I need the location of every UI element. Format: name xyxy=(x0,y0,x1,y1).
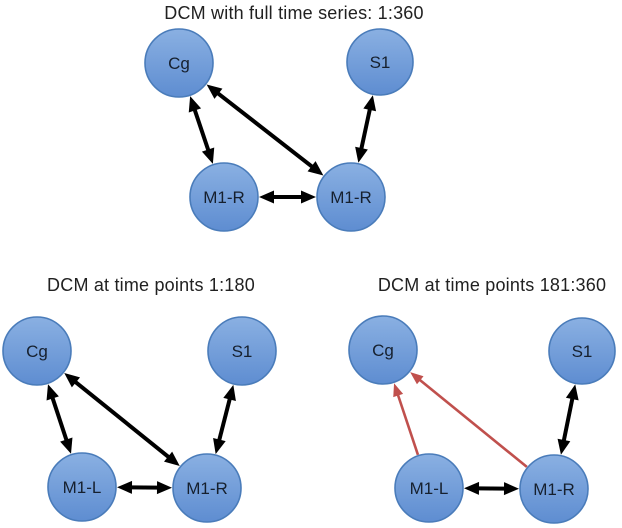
diagram-title-full-series: DCM with full time series: 1:360 xyxy=(164,3,424,23)
node-s1: S1 xyxy=(548,317,616,385)
node-s1: S1 xyxy=(346,28,414,96)
arrowhead xyxy=(301,190,316,204)
arrowhead xyxy=(463,481,480,495)
node-s1: S1 xyxy=(207,316,277,386)
edge-cg-m1-right-black xyxy=(206,84,324,176)
node-label-m1-right: M1-R xyxy=(330,188,372,207)
edge-s1-m1-right-black xyxy=(213,384,236,455)
arrowhead xyxy=(64,372,81,388)
arrowhead xyxy=(188,96,202,113)
arrowhead xyxy=(213,437,226,455)
node-cg: Cg xyxy=(144,28,214,98)
edge-line xyxy=(396,393,420,456)
edge-m1-left-m1-right-black xyxy=(259,190,316,204)
arrowhead xyxy=(259,190,274,204)
node-circle-s1 xyxy=(346,28,414,96)
node-circle-m1-left xyxy=(47,452,117,522)
arrowhead xyxy=(363,95,377,112)
node-label-cg: Cg xyxy=(168,54,190,73)
arrowhead xyxy=(557,438,571,455)
edge-s1-m1-right-black xyxy=(557,384,579,455)
node-label-cg: Cg xyxy=(372,341,394,360)
arrowhead xyxy=(410,372,424,385)
edge-m1-left-cg-red xyxy=(393,383,420,456)
diagram-title-second-half: DCM at time points 181:360 xyxy=(377,275,607,295)
node-circle-cg xyxy=(2,316,72,386)
node-circle-m1-right xyxy=(519,454,589,524)
diagram-title-first-half: DCM at time points 1:180 xyxy=(47,275,255,295)
node-m1-left: M1-L xyxy=(394,453,464,523)
edge-line xyxy=(73,379,171,460)
node-label-m1-right: M1-R xyxy=(533,480,575,499)
edge-line xyxy=(359,108,372,151)
arrowhead xyxy=(355,146,368,163)
node-circle-cg xyxy=(348,315,418,385)
edge-s1-m1-right-black xyxy=(355,95,377,163)
node-m1-right: M1-R xyxy=(316,162,386,232)
edge-m1-left-m1-right-black xyxy=(463,481,520,496)
node-m1-left: M1-R xyxy=(189,162,259,232)
arrowhead xyxy=(206,84,223,99)
node-circle-m1-right xyxy=(316,162,386,232)
node-label-m1-right: M1-R xyxy=(186,479,228,498)
edge-line xyxy=(561,397,575,442)
arrowhead xyxy=(163,451,180,467)
arrowhead xyxy=(307,161,324,176)
arrowhead xyxy=(565,384,579,401)
node-circle-s1 xyxy=(207,316,277,386)
arrowhead xyxy=(393,383,404,398)
node-circle-m1-right xyxy=(172,453,242,523)
node-m1-right: M1-R xyxy=(172,453,242,523)
node-cg: Cg xyxy=(348,315,418,385)
node-cg: Cg xyxy=(2,316,72,386)
edge-m1-right-cg-red xyxy=(410,372,528,468)
node-circle-m1-left xyxy=(394,453,464,523)
node-m1-left: M1-L xyxy=(47,452,117,522)
edge-m1-left-m1-right-black xyxy=(116,480,173,495)
arrowhead xyxy=(503,482,520,496)
arrowhead xyxy=(60,437,73,454)
edge-cg-m1-left-black xyxy=(46,384,73,454)
node-circle-m1-left xyxy=(189,162,259,232)
node-label-m1-left: M1-L xyxy=(410,479,449,498)
node-circle-s1 xyxy=(548,317,616,385)
arrowhead xyxy=(223,384,236,402)
arrowhead xyxy=(116,480,133,494)
edge-line xyxy=(216,91,314,169)
edge-line xyxy=(50,396,69,442)
node-m1-right: M1-R xyxy=(519,454,589,524)
node-label-m1-left: M1-R xyxy=(203,188,245,207)
node-label-s1: S1 xyxy=(572,342,593,361)
node-label-m1-left: M1-L xyxy=(63,478,102,497)
edge-cg-m1-right-black xyxy=(64,372,180,467)
node-label-cg: Cg xyxy=(26,342,48,361)
node-circle-cg xyxy=(144,28,214,98)
edge-line xyxy=(192,108,211,152)
node-label-s1: S1 xyxy=(370,53,391,72)
arrowhead xyxy=(201,147,215,164)
edge-line xyxy=(217,397,232,442)
arrowhead xyxy=(46,384,59,401)
node-label-s1: S1 xyxy=(232,342,253,361)
edge-line xyxy=(418,378,528,468)
arrowhead xyxy=(156,481,173,495)
edge-cg-m1-left-black xyxy=(188,96,215,164)
